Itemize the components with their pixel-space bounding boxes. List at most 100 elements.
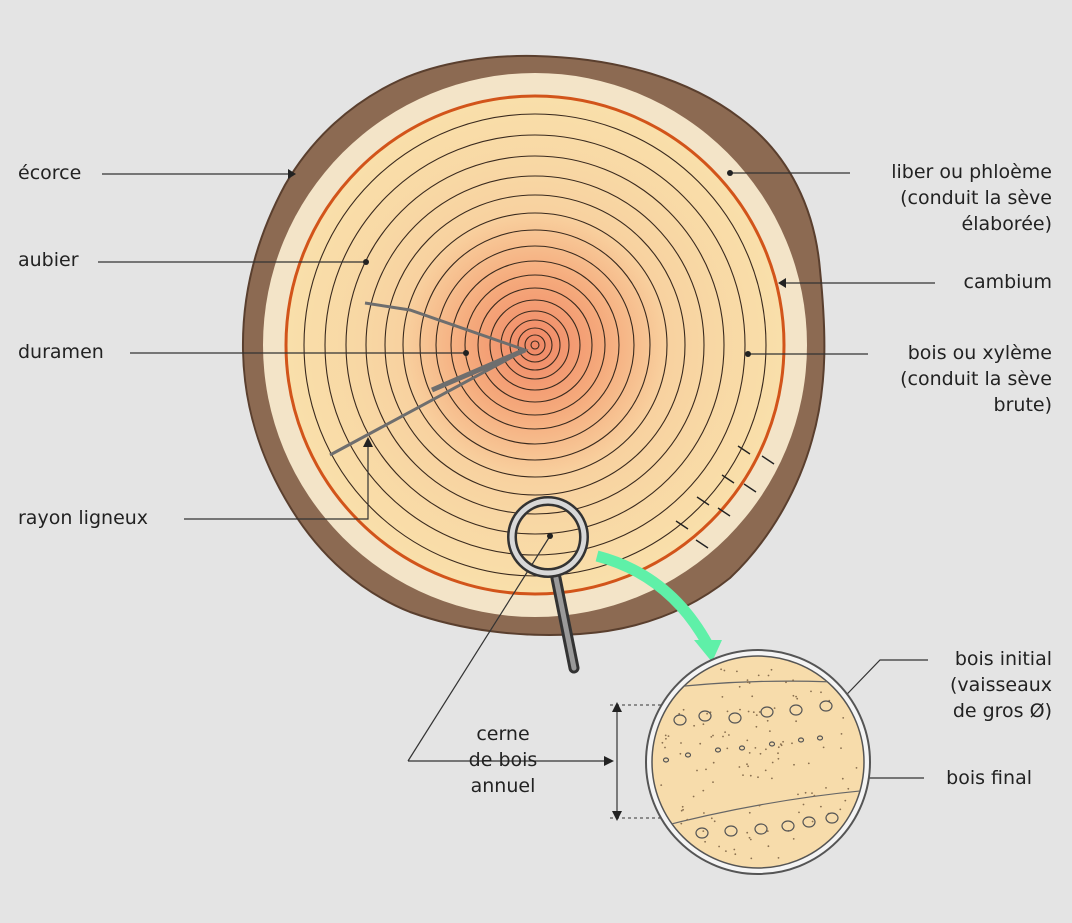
lens-dot [733,848,736,851]
lens-dot [710,736,713,738]
lens-dot [746,681,749,684]
lens-dot [680,809,683,812]
lens-dot [679,752,682,755]
lens-dot [841,777,844,780]
lens-dot [767,674,770,677]
lens-dot [758,804,761,807]
cambium-ring [284,94,786,596]
lens-dot [804,791,807,794]
growth-ring [517,327,553,363]
growth-ring [450,260,620,430]
lens-dot [755,725,758,728]
lens-dot [696,769,698,772]
lens-dot [702,830,705,832]
lens-dot [771,777,773,780]
lens-dot [738,766,741,768]
lens-dot [749,774,752,777]
lens-dot [847,787,850,790]
lens-dot [702,723,705,726]
lens-dot [667,735,670,737]
lens-dot [725,850,727,852]
growth-ring [435,245,635,445]
wood-pore [728,712,742,724]
lens-dot [782,740,784,743]
magnifier-icon [507,496,589,674]
lens-dot [752,711,755,714]
wood-pore [768,741,776,747]
growth-rings [303,113,767,577]
lens-dot [795,695,797,698]
lens-dot [844,799,847,802]
lens-dot [746,739,749,742]
lens-dot [855,767,858,769]
growth-ring [489,299,581,391]
lens-dot [749,838,752,841]
wood-pore [754,823,768,835]
label-bois-initial: bois initial (vaisseaux de gros Ø) [950,648,1052,722]
lens-dot [751,695,754,698]
growth-ring [303,113,767,577]
lens-dot [791,742,793,745]
lens-dot [710,817,713,820]
wood-pore [714,747,722,753]
cerne-dotted [610,704,662,819]
lens-dot [759,752,762,755]
label-bois-xyleme: bois ou xylème (conduit la sève brute) [900,342,1052,416]
lens-dot [704,840,706,843]
growth-ring [402,212,668,478]
lens-dot [811,792,813,794]
label-bois-final: bois final [946,767,1032,789]
wood-pore [781,820,795,832]
lens-dot [757,776,759,779]
lens-dot [796,697,799,700]
lens-dot [682,708,685,711]
lens-dot [779,743,782,745]
lens-dot [777,746,780,749]
lens-dot [703,812,705,814]
lens-dot [724,731,726,733]
lens-dot [678,712,681,715]
growth-ring [530,340,540,350]
lens-dot [664,746,666,749]
lens-dot [699,742,702,745]
lens-dot [797,793,799,796]
wood-pore [789,704,803,716]
label-rayon-ligneux: rayon ligneux [18,507,149,529]
lens-dot [777,752,779,755]
lens-dot [777,857,780,859]
lens-dot [820,805,822,808]
lens-dot [728,734,730,736]
lens-dot [721,696,724,698]
wood-pore [825,812,839,824]
lens-dot [840,733,843,735]
lens-dot [755,714,758,716]
lens-dot [785,681,787,684]
lens-dot [820,691,822,694]
lens-dot [705,768,707,771]
leader-lines [98,172,935,818]
lens-dot [693,724,695,727]
lens-dot [840,747,842,749]
lens-dot [682,808,684,811]
lens-dot [713,820,716,823]
lens-dot [766,719,769,722]
lens-dot [765,748,767,751]
lens-dot [792,838,795,840]
wood-pore [802,816,816,828]
lens-dot [723,669,726,672]
growth-ring [524,334,546,356]
lens-dot [813,794,816,797]
label-duramen: duramen [18,341,104,363]
lens-dot [712,761,715,764]
lens-dot [748,811,751,814]
lens-dot [680,822,683,825]
lens-dot [712,781,714,783]
lens-dot [773,707,776,709]
lens-dot [770,668,773,671]
wood-pore [724,825,738,837]
lens-dot [769,730,771,732]
lens-dot [792,679,794,682]
ray-thick [431,347,526,393]
magnified-lens [645,649,871,875]
